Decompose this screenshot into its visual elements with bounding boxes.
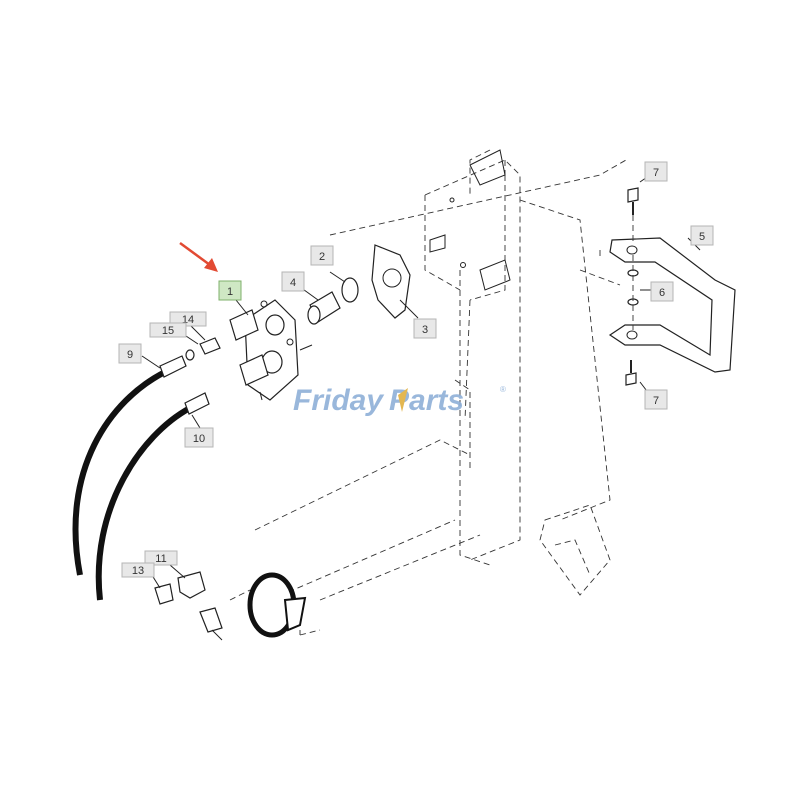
callout-13[interactable]: 13 [121, 562, 155, 578]
hydraulic-hoses [72, 355, 210, 601]
svg-text:6: 6 [659, 287, 665, 299]
bushing-part [299, 286, 341, 325]
svg-text:3: 3 [422, 324, 428, 336]
gasket-plate-part [371, 244, 419, 319]
clamp-fittings-parts [149, 564, 223, 641]
svg-text:10: 10 [193, 433, 205, 445]
handle-bracket-part [608, 237, 736, 373]
bolts-washers-parts [625, 174, 652, 396]
callout-6[interactable]: 6 [650, 281, 674, 302]
callout-labels: 1 2 3 4 5 6 7 7 [118, 161, 714, 578]
callout-7-bottom[interactable]: 7 [644, 389, 668, 410]
callout-15[interactable]: 15 [149, 322, 187, 338]
watermark-accent-icon [398, 388, 408, 412]
svg-text:1: 1 [227, 286, 233, 298]
svg-text:7: 7 [653, 395, 659, 407]
svg-text:5: 5 [699, 231, 705, 243]
svg-text:11: 11 [155, 553, 166, 565]
cylinder-ring-part [247, 572, 307, 638]
callout-7-top[interactable]: 7 [644, 161, 668, 182]
svg-text:7: 7 [653, 167, 659, 179]
callout-10[interactable]: 10 [184, 427, 214, 448]
svg-text:®: ® [500, 385, 506, 394]
callout-11[interactable]: 11 [144, 550, 178, 566]
callout-2[interactable]: 2 [310, 245, 334, 266]
callout-5[interactable]: 5 [690, 225, 714, 246]
svg-text:2: 2 [319, 251, 325, 263]
svg-text:15: 15 [162, 325, 174, 337]
coupler-block-part [229, 299, 313, 401]
callout-3[interactable]: 3 [413, 318, 437, 339]
callout-9[interactable]: 9 [118, 343, 142, 364]
ring-part [329, 271, 359, 303]
pointer-arrow [179, 241, 218, 272]
svg-text:9: 9 [127, 349, 133, 361]
svg-text:4: 4 [290, 277, 296, 289]
mounting-bracket [429, 149, 511, 291]
machine-frame-phantom [229, 149, 627, 636]
callout-1[interactable]: 1 [218, 280, 242, 301]
svg-text:13: 13 [132, 565, 144, 577]
callout-4[interactable]: 4 [281, 271, 305, 292]
